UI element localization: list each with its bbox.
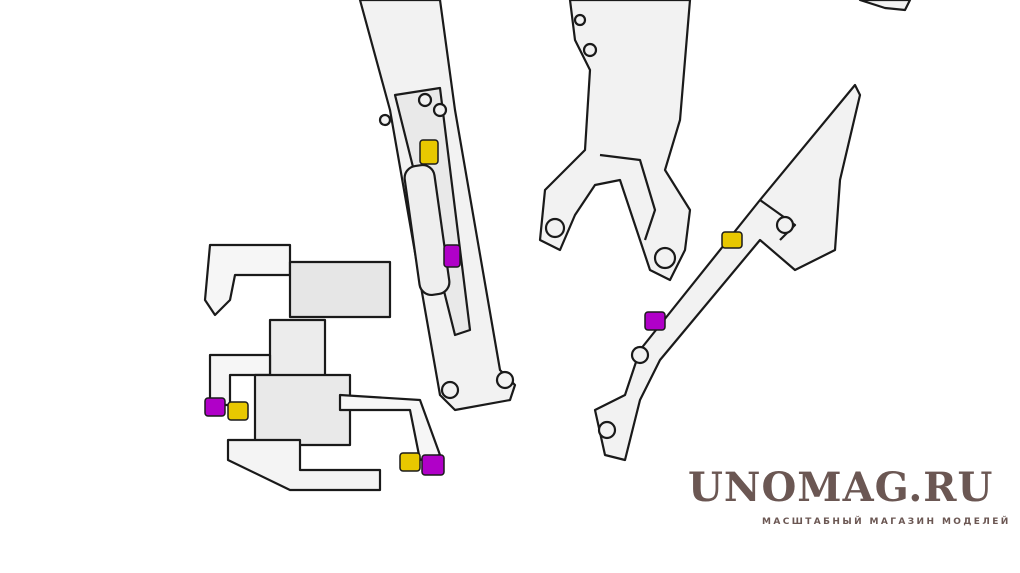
magenta-pin (644, 311, 666, 331)
yellow-pin (399, 452, 421, 472)
magenta-pin (421, 454, 445, 476)
part-fragment (858, 0, 912, 12)
bucket-link-part (593, 83, 862, 462)
logo-title: UNOMAG.RU (688, 464, 994, 511)
stick-arm-part (358, 0, 517, 412)
yellow-pin (419, 139, 439, 165)
magenta-pin (443, 244, 461, 268)
yellow-pin (227, 401, 249, 421)
magenta-pin (204, 397, 226, 417)
valve-block-part (203, 243, 442, 492)
unomag-logo: UNOMAG.RU МАСШТАБНЫЙ МАГАЗИН МОДЕЛЕЙ (688, 464, 1011, 528)
yellow-pin (721, 231, 743, 249)
boom-part (538, 0, 692, 282)
logo-subtitle: МАСШТАБНЫЙ МАГАЗИН МОДЕЛЕЙ (762, 517, 1011, 527)
